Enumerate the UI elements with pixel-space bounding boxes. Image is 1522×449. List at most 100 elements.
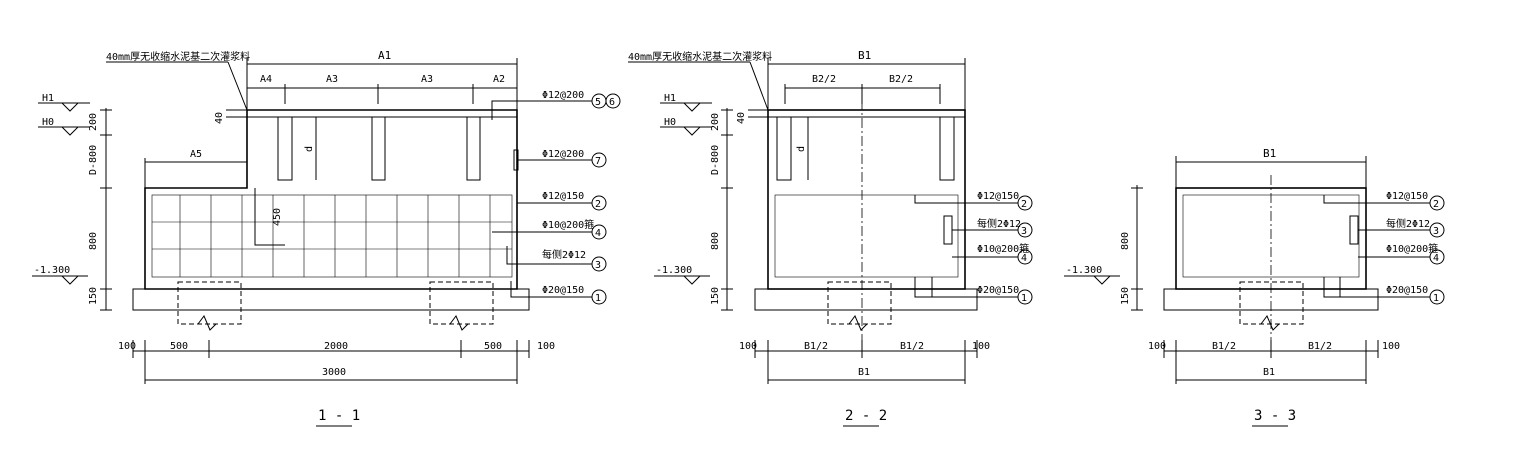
grout-leader [227,61,248,111]
svg-text:B1: B1 [1263,367,1275,378]
rebar-label-7: Φ12@200 [542,149,584,160]
level-h1-label-2: H1 [664,93,676,104]
svg-text:150: 150 [710,287,721,305]
svg-text:7: 7 [595,156,601,167]
dim-b1-top: B1 [858,49,871,62]
foundation-outline [144,109,518,290]
svg-text:2: 2 [595,199,601,210]
svg-text:B1/2: B1/2 [900,341,924,352]
rebar-label-4: Φ10@200箍 [542,218,594,231]
rebar-callouts-3: Φ12@150 2 每侧2Φ12 3 Φ10@200箍 4 Φ20@150 1 [1323,191,1445,305]
section-title-1: 1 - 1 [318,408,360,424]
pile-right [429,281,494,325]
svg-text:6: 6 [609,97,615,108]
svg-text:2: 2 [1021,199,1027,210]
level-bottom-label: -1.300 [34,265,70,276]
svg-text:4: 4 [1021,253,1027,264]
svg-text:100: 100 [1148,341,1166,352]
dim-d: d [304,146,315,152]
grout-note-2: 40mm厚无收缩水泥基二次灌浆料 [628,50,772,63]
svg-text:100: 100 [972,341,990,352]
svg-text:D-800: D-800 [710,145,721,175]
section-title-3: 3 - 3 [1254,408,1296,424]
base-slab-2 [754,288,978,311]
svg-text:Φ20@150: Φ20@150 [1386,285,1428,296]
base-slab-3 [1163,288,1379,311]
rebar-callouts-2: Φ12@150 2 每侧2Φ12 3 Φ10@200箍 4 Φ20@150 1 [914,191,1033,305]
svg-text:3: 3 [1433,226,1439,237]
level-h0-triangle [61,126,79,136]
rebar-frame-2 [774,194,959,278]
svg-text:100: 100 [739,341,757,352]
svg-text:Φ10@200箍: Φ10@200箍 [1386,242,1438,255]
level-bottom-triangle [61,275,79,285]
svg-text:200: 200 [710,113,721,131]
dim-right-500: 500 [484,341,502,352]
svg-text:每侧2Φ12: 每侧2Φ12 [1386,217,1430,230]
dim-a1: A1 [378,49,391,62]
svg-text:1: 1 [1021,293,1027,304]
level-bottom-label-2: -1.300 [656,265,692,276]
rebar-grid-frame [151,194,513,278]
base-slab [132,288,530,311]
svg-text:800: 800 [1120,232,1131,250]
rebar-label-1: Φ20@150 [542,285,584,296]
dim-a5: A5 [190,149,202,160]
level-bottom-label-3: -1.300 [1066,265,1102,276]
dim-b2-half-left: B2/2 [812,74,836,85]
svg-text:800: 800 [710,232,721,250]
dim-a2: A2 [493,74,505,85]
dim-a4: A4 [260,74,272,85]
section-2-2: 40mm厚无收缩水泥基二次灌浆料 H1 H0 -1.300 200 D-800 … [628,49,1033,427]
level-h1-triangle [61,102,79,112]
svg-text:Φ10@200箍: Φ10@200箍 [977,242,1029,255]
dim-450: 450 [272,208,283,226]
svg-text:2: 2 [1433,199,1439,210]
svg-text:1: 1 [1433,293,1439,304]
svg-text:1: 1 [595,293,601,304]
svg-text:B1: B1 [858,367,870,378]
svg-text:Φ20@150: Φ20@150 [977,285,1019,296]
svg-text:d: d [796,146,807,152]
svg-text:Φ12@150: Φ12@150 [977,191,1019,202]
dim-b1-top-3: B1 [1263,147,1276,160]
dim-a3-right: A3 [421,74,433,85]
dim-3000: 3000 [322,367,346,378]
rebar-label-3: 每侧2Φ12 [542,248,586,261]
anchor-pocket-1 [277,117,293,181]
svg-text:5: 5 [595,97,601,108]
grout-note: 40mm厚无收缩水泥基二次灌浆料 [106,50,250,63]
svg-text:B1/2: B1/2 [1212,341,1236,352]
foundation-outline-2 [767,109,966,290]
dim-2000: 2000 [324,341,348,352]
dim-right-100: 100 [537,341,555,352]
svg-text:4: 4 [1433,253,1439,264]
svg-text:B1/2: B1/2 [804,341,828,352]
svg-text:100: 100 [1382,341,1400,352]
level-h0-label-2: H0 [664,117,676,128]
anchor-pocket-2 [371,117,386,181]
dim-d-800: D-800 [88,145,99,175]
section-1-1: 40mm厚无收缩水泥基二次灌浆料 H1 H0 -1.300 200 D-800 … [32,49,621,427]
section-3-3: -1.300 800 150 B1 100 B1/2 B1/2 100 B1 [1064,147,1445,427]
level-h0-label: H0 [42,117,54,128]
dim-200: 200 [88,113,99,131]
svg-text:B1/2: B1/2 [1308,341,1332,352]
dim-a3-left: A3 [326,74,338,85]
pile-left [177,281,242,325]
dim-left-500: 500 [170,341,188,352]
svg-text:150: 150 [1120,287,1131,305]
dim-left-100: 100 [118,341,136,352]
rebar-label-2: Φ12@150 [542,191,584,202]
dim-b2-half-right: B2/2 [889,74,913,85]
dim-800: 800 [88,232,99,250]
svg-text:Φ12@150: Φ12@150 [1386,191,1428,202]
svg-text:4: 4 [595,228,601,239]
svg-text:3: 3 [595,260,601,271]
rebar-grid-lines [152,195,512,277]
level-h1-label: H1 [42,93,54,104]
anchor-pocket-3 [466,117,481,181]
rebar-label-56: Φ12@200 [542,90,584,101]
